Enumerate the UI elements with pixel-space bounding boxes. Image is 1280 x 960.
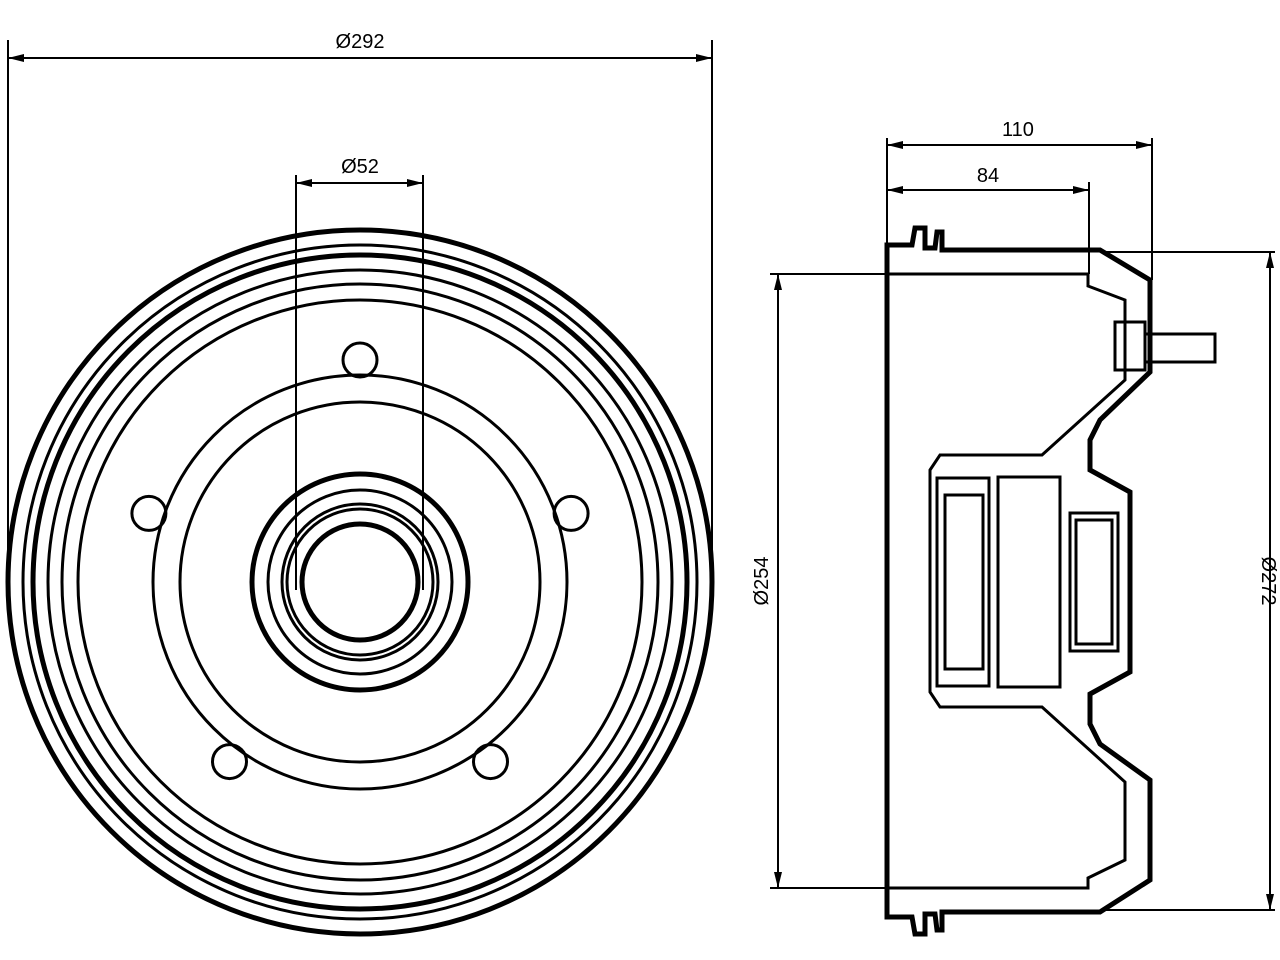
braking-surface-inner-circle — [76, 298, 644, 866]
front-view-dimensions: Ø292 Ø52 — [7, 31, 713, 590]
bolt-holes — [130, 341, 590, 781]
bolt-hole — [472, 743, 509, 781]
arrow-down-icon — [1266, 894, 1274, 910]
front-view — [5, 227, 715, 937]
overall-width-label: 110 — [1002, 119, 1034, 141]
arrow-right-icon — [696, 54, 712, 62]
arrow-left-icon — [296, 179, 312, 187]
bolt-hole — [341, 341, 379, 379]
rim-circle-4 — [46, 268, 674, 896]
bolt-hole — [211, 743, 248, 781]
side-view-dimensions: 110 84 Ø254 Ø272 — [751, 119, 1279, 911]
outer-diameter-label: Ø292 — [336, 31, 385, 53]
arrow-up-icon — [1266, 252, 1274, 268]
bolt-hole — [552, 494, 590, 532]
bearing-block-outer — [935, 476, 991, 688]
arrow-right-icon — [1136, 141, 1152, 149]
hub-outer-circle — [249, 471, 471, 693]
arrow-left-icon — [8, 54, 24, 62]
side-view-section — [884, 225, 1217, 937]
arrow-down-icon — [774, 872, 782, 888]
rim-circle-2 — [21, 243, 699, 921]
drum-depth-label: 84 — [977, 165, 999, 187]
bore-circle — [299, 521, 421, 643]
bore-outer-circle — [280, 502, 440, 662]
bolt-hole — [130, 494, 168, 532]
braking-surface-circle — [60, 282, 660, 882]
bearing-block-center — [996, 475, 1062, 689]
inner-diameter-label: Ø254 — [751, 557, 773, 606]
rim-circle-3 — [30, 252, 690, 912]
wheel-stud-shaft — [1143, 332, 1217, 364]
drum-outline — [884, 225, 1153, 937]
arrow-up-icon — [774, 274, 782, 290]
bore-ring-circle — [285, 507, 435, 657]
hub-ring-circle — [266, 488, 454, 676]
drum-inner-wall — [887, 272, 1127, 890]
arrow-right-icon — [407, 179, 423, 187]
arrow-left-icon — [887, 186, 903, 194]
bearing-block-inner — [1068, 511, 1120, 653]
hub-flange-outer-circle — [151, 373, 569, 791]
hub-flange-inner-circle — [178, 400, 542, 764]
wheel-stud-head — [1113, 320, 1147, 372]
outer-rim-circle — [5, 227, 715, 937]
bore-diameter-label: Ø52 — [341, 156, 379, 178]
bearing-block-inner-inner — [1074, 518, 1114, 646]
arrow-left-icon — [887, 141, 903, 149]
bearing-block-outer-inner — [943, 493, 985, 671]
arrow-right-icon — [1073, 186, 1089, 194]
rim-diameter-label: Ø272 — [1257, 557, 1279, 606]
